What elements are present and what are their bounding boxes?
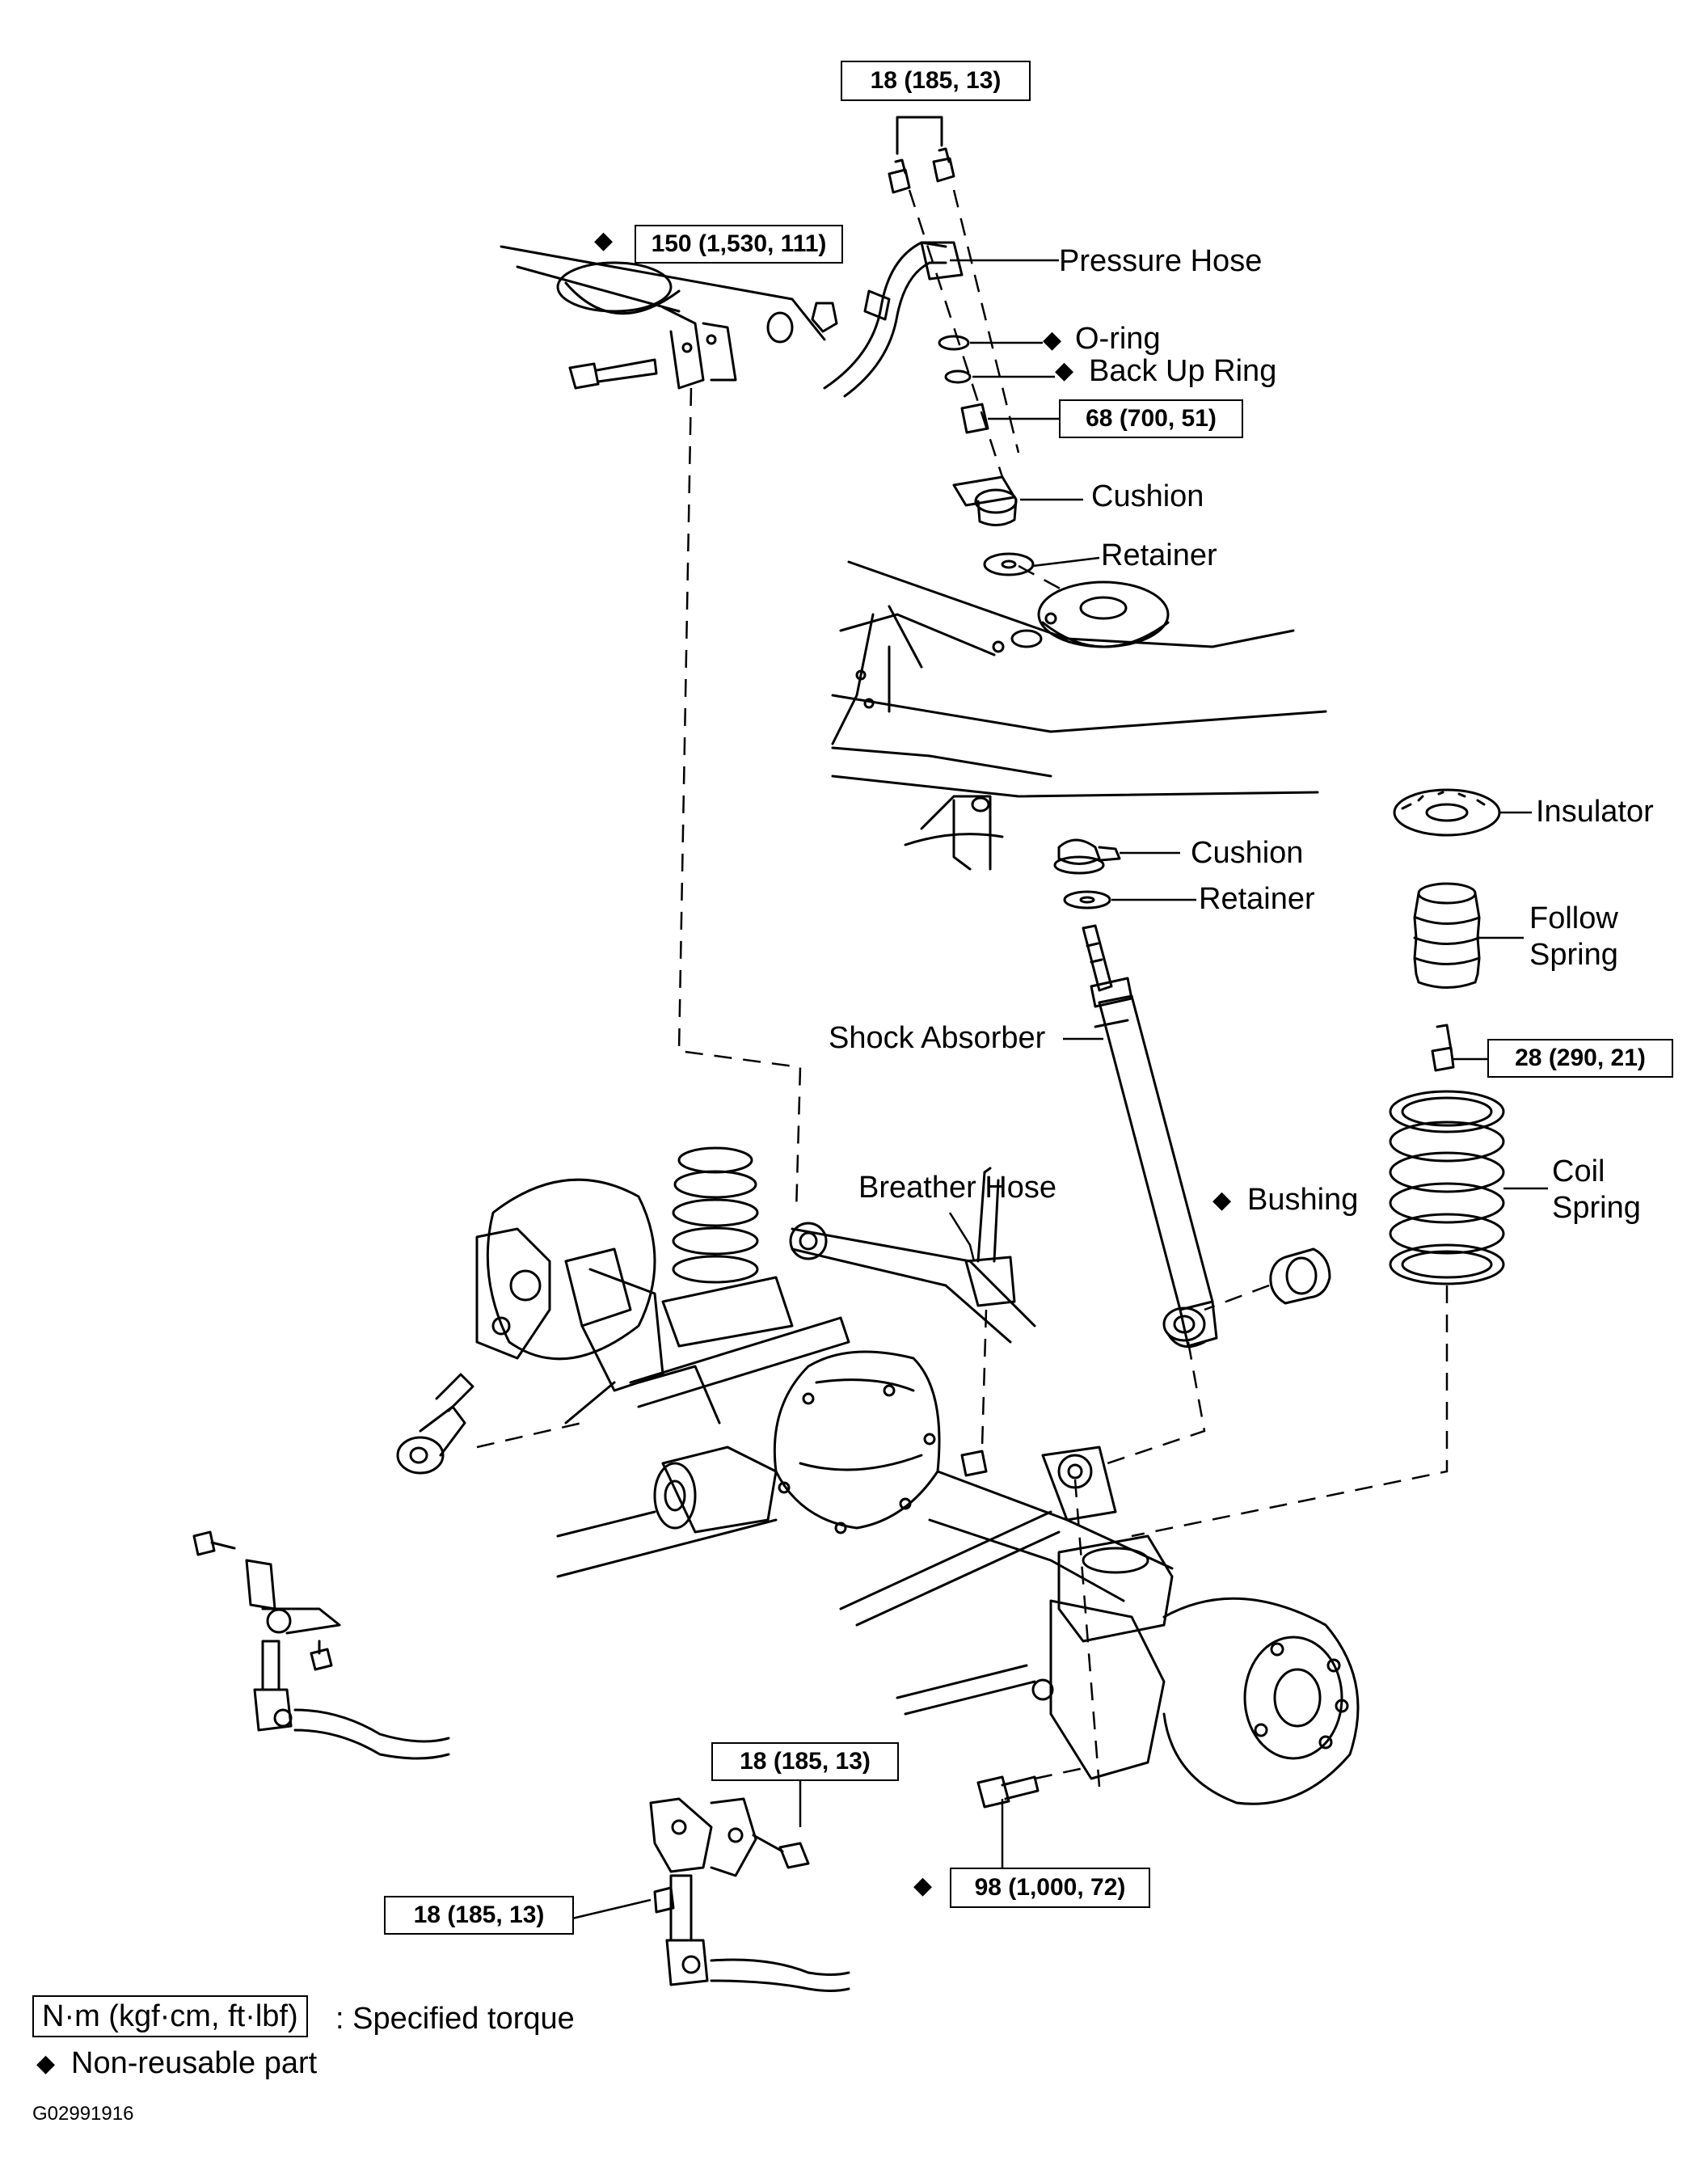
right-stabilizer-link [649, 1797, 850, 1992]
label-bushing: Bushing [1247, 1183, 1359, 1217]
label-follow-spring-line2: Spring [1529, 938, 1618, 972]
figure-code: G02991916 [32, 2103, 134, 2125]
top-bolts-drawing [888, 116, 955, 194]
legend-nonreusable-description: Non-reusable part [71, 2046, 318, 2080]
label-retainer-upper: Retainer [1101, 538, 1217, 572]
nonreusable-marker-o-ring: ◆ [1043, 327, 1062, 353]
label-back-up-ring: Back Up Ring [1089, 354, 1277, 388]
label-o-ring: O-ring [1075, 322, 1161, 356]
label-breather-hose: Breather Hose [858, 1171, 1057, 1205]
legend-torque-description: : Specified torque [335, 2002, 575, 2036]
label-cushion-lower: Cushion [1191, 836, 1304, 870]
label-follow-spring-line1: Follow [1529, 901, 1618, 935]
bushing-drawing [1269, 1247, 1331, 1305]
nonreusable-marker-upper-nut: ◆ [594, 227, 614, 254]
upper-cushion-drawing [952, 475, 1018, 526]
follow-spring-drawing [1413, 882, 1481, 989]
nonreusable-marker-back-up-ring: ◆ [1055, 357, 1074, 384]
legend-nonreusable-symbol: ◆ [36, 2050, 56, 2077]
nonreusable-marker-lower-bolt: ◆ [913, 1872, 933, 1899]
label-coil-spring-line2: Spring [1552, 1191, 1641, 1225]
coil-spring-drawing [1389, 1090, 1505, 1285]
torque-box-lower-stabilizer-right: 18 (185, 13) [711, 1742, 899, 1781]
nonreusable-marker-bushing: ◆ [1212, 1187, 1232, 1214]
torque-box-top-bolts: 18 (185, 13) [841, 61, 1031, 101]
label-retainer-lower: Retainer [1199, 882, 1315, 916]
frame-crossmember [831, 560, 1327, 871]
left-stabilizer-link [192, 1530, 450, 1760]
upper-frame-bracket [500, 245, 838, 390]
torque-box-upper-mount-nut: 150 (1,530, 111) [635, 225, 843, 264]
pressure-hose-drawing [823, 241, 964, 398]
label-shock-absorber: Shock Absorber [829, 1021, 1046, 1055]
torque-box-lower-stabilizer-left: 18 (185, 13) [384, 1896, 574, 1935]
legend-torque-units: N·m (kgf·cm, ft·lbf) [32, 1995, 308, 2037]
label-cushion-upper: Cushion [1091, 479, 1204, 513]
insulator-drawing [1393, 788, 1501, 837]
rear-axle-assembly [396, 1146, 1360, 1805]
label-pressure-hose: Pressure Hose [1059, 244, 1263, 278]
label-coil-spring-line1: Coil [1552, 1154, 1605, 1188]
label-insulator: Insulator [1536, 795, 1654, 829]
shock-absorber-drawing [1053, 838, 1218, 1349]
torque-box-lower-shock-bolt: 98 (1,000, 72) [950, 1868, 1150, 1908]
torque-box-spring-bolt: 28 (290, 21) [1487, 1039, 1673, 1078]
torque-box-pressure-union: 68 (700, 51) [1059, 399, 1243, 438]
